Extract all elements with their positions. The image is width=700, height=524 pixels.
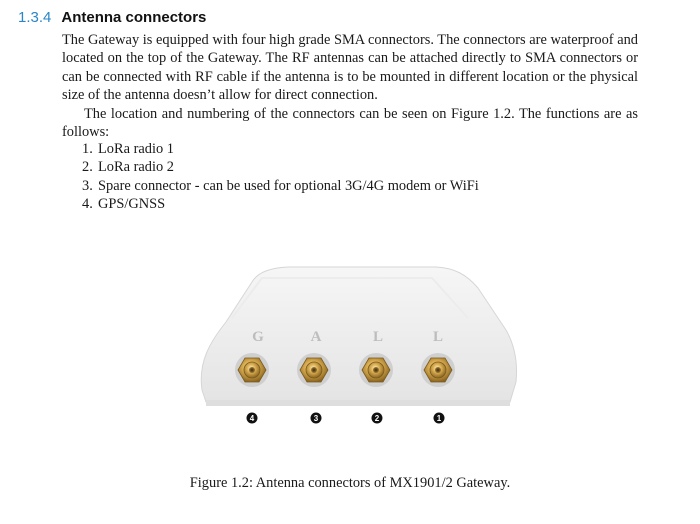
svg-text:3: 3 <box>314 414 319 423</box>
list-item: 3. Spare connector - can be used for opti… <box>82 177 479 195</box>
sma-connector-a <box>297 353 331 387</box>
list-item: 2. LoRa radio 2 <box>82 158 479 176</box>
section-number: 1.3.4 <box>18 9 52 26</box>
svg-text:1: 1 <box>437 414 442 423</box>
connector-label: A <box>311 329 322 345</box>
list-item-text: LoRa radio 2 <box>98 159 174 176</box>
list-item-number: 2. <box>82 159 93 176</box>
list-item-text: LoRa radio 1 <box>98 141 174 157</box>
connector-number-badge: 4 <box>246 412 258 424</box>
list-item-number: 1. <box>82 141 93 157</box>
connector-function-list: 1. LoRa radio 1 2. LoRa radio 2 3. Spare co… <box>82 140 479 214</box>
list-item-number: 4. <box>82 196 93 213</box>
connector-label: L <box>433 329 443 345</box>
paragraph-intro: The Gateway is equipped with four high g… <box>62 32 638 104</box>
gateway-connectors-photo: G A L L 4 3 2 1 <box>200 266 517 424</box>
connector-number-badge: 3 <box>310 412 322 424</box>
section-title: Antenna connectors <box>61 9 207 26</box>
connector-label: L <box>373 329 383 345</box>
connector-label: G <box>252 329 264 345</box>
sma-connector-l2 <box>359 353 393 387</box>
svg-text:2: 2 <box>375 414 380 423</box>
svg-text:4: 4 <box>250 414 255 423</box>
connector-number-badge: 1 <box>433 412 445 424</box>
list-item-text: Spare connector - can be used for option… <box>98 177 479 194</box>
list-item: 4. GPS/GNSS <box>82 195 479 213</box>
connector-number-badge: 2 <box>371 412 383 424</box>
sma-connector-g <box>235 353 269 387</box>
paragraph-location: The location and numbering of the connec… <box>62 106 638 141</box>
figure-caption: Figure 1.2: Antenna connectors of MX1901… <box>189 475 511 491</box>
section-heading: 1.3.4 Antenna connectors <box>18 9 206 29</box>
list-item-number: 3. <box>82 177 93 194</box>
list-item: 1. LoRa radio 1 <box>82 140 479 158</box>
sma-connector-l1 <box>421 353 455 387</box>
list-item-text: GPS/GNSS <box>98 196 166 213</box>
